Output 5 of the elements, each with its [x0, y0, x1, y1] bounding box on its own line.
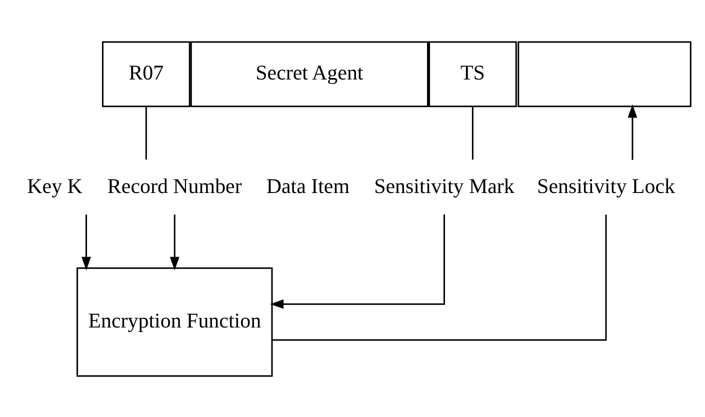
- node-text: Sensitivity Lock: [537, 173, 675, 198]
- node-text: Record Number: [107, 173, 242, 198]
- node-text: Key K: [27, 173, 82, 198]
- label: Data Item: [266, 173, 350, 198]
- node-text: Sensitivity Mark: [374, 173, 514, 198]
